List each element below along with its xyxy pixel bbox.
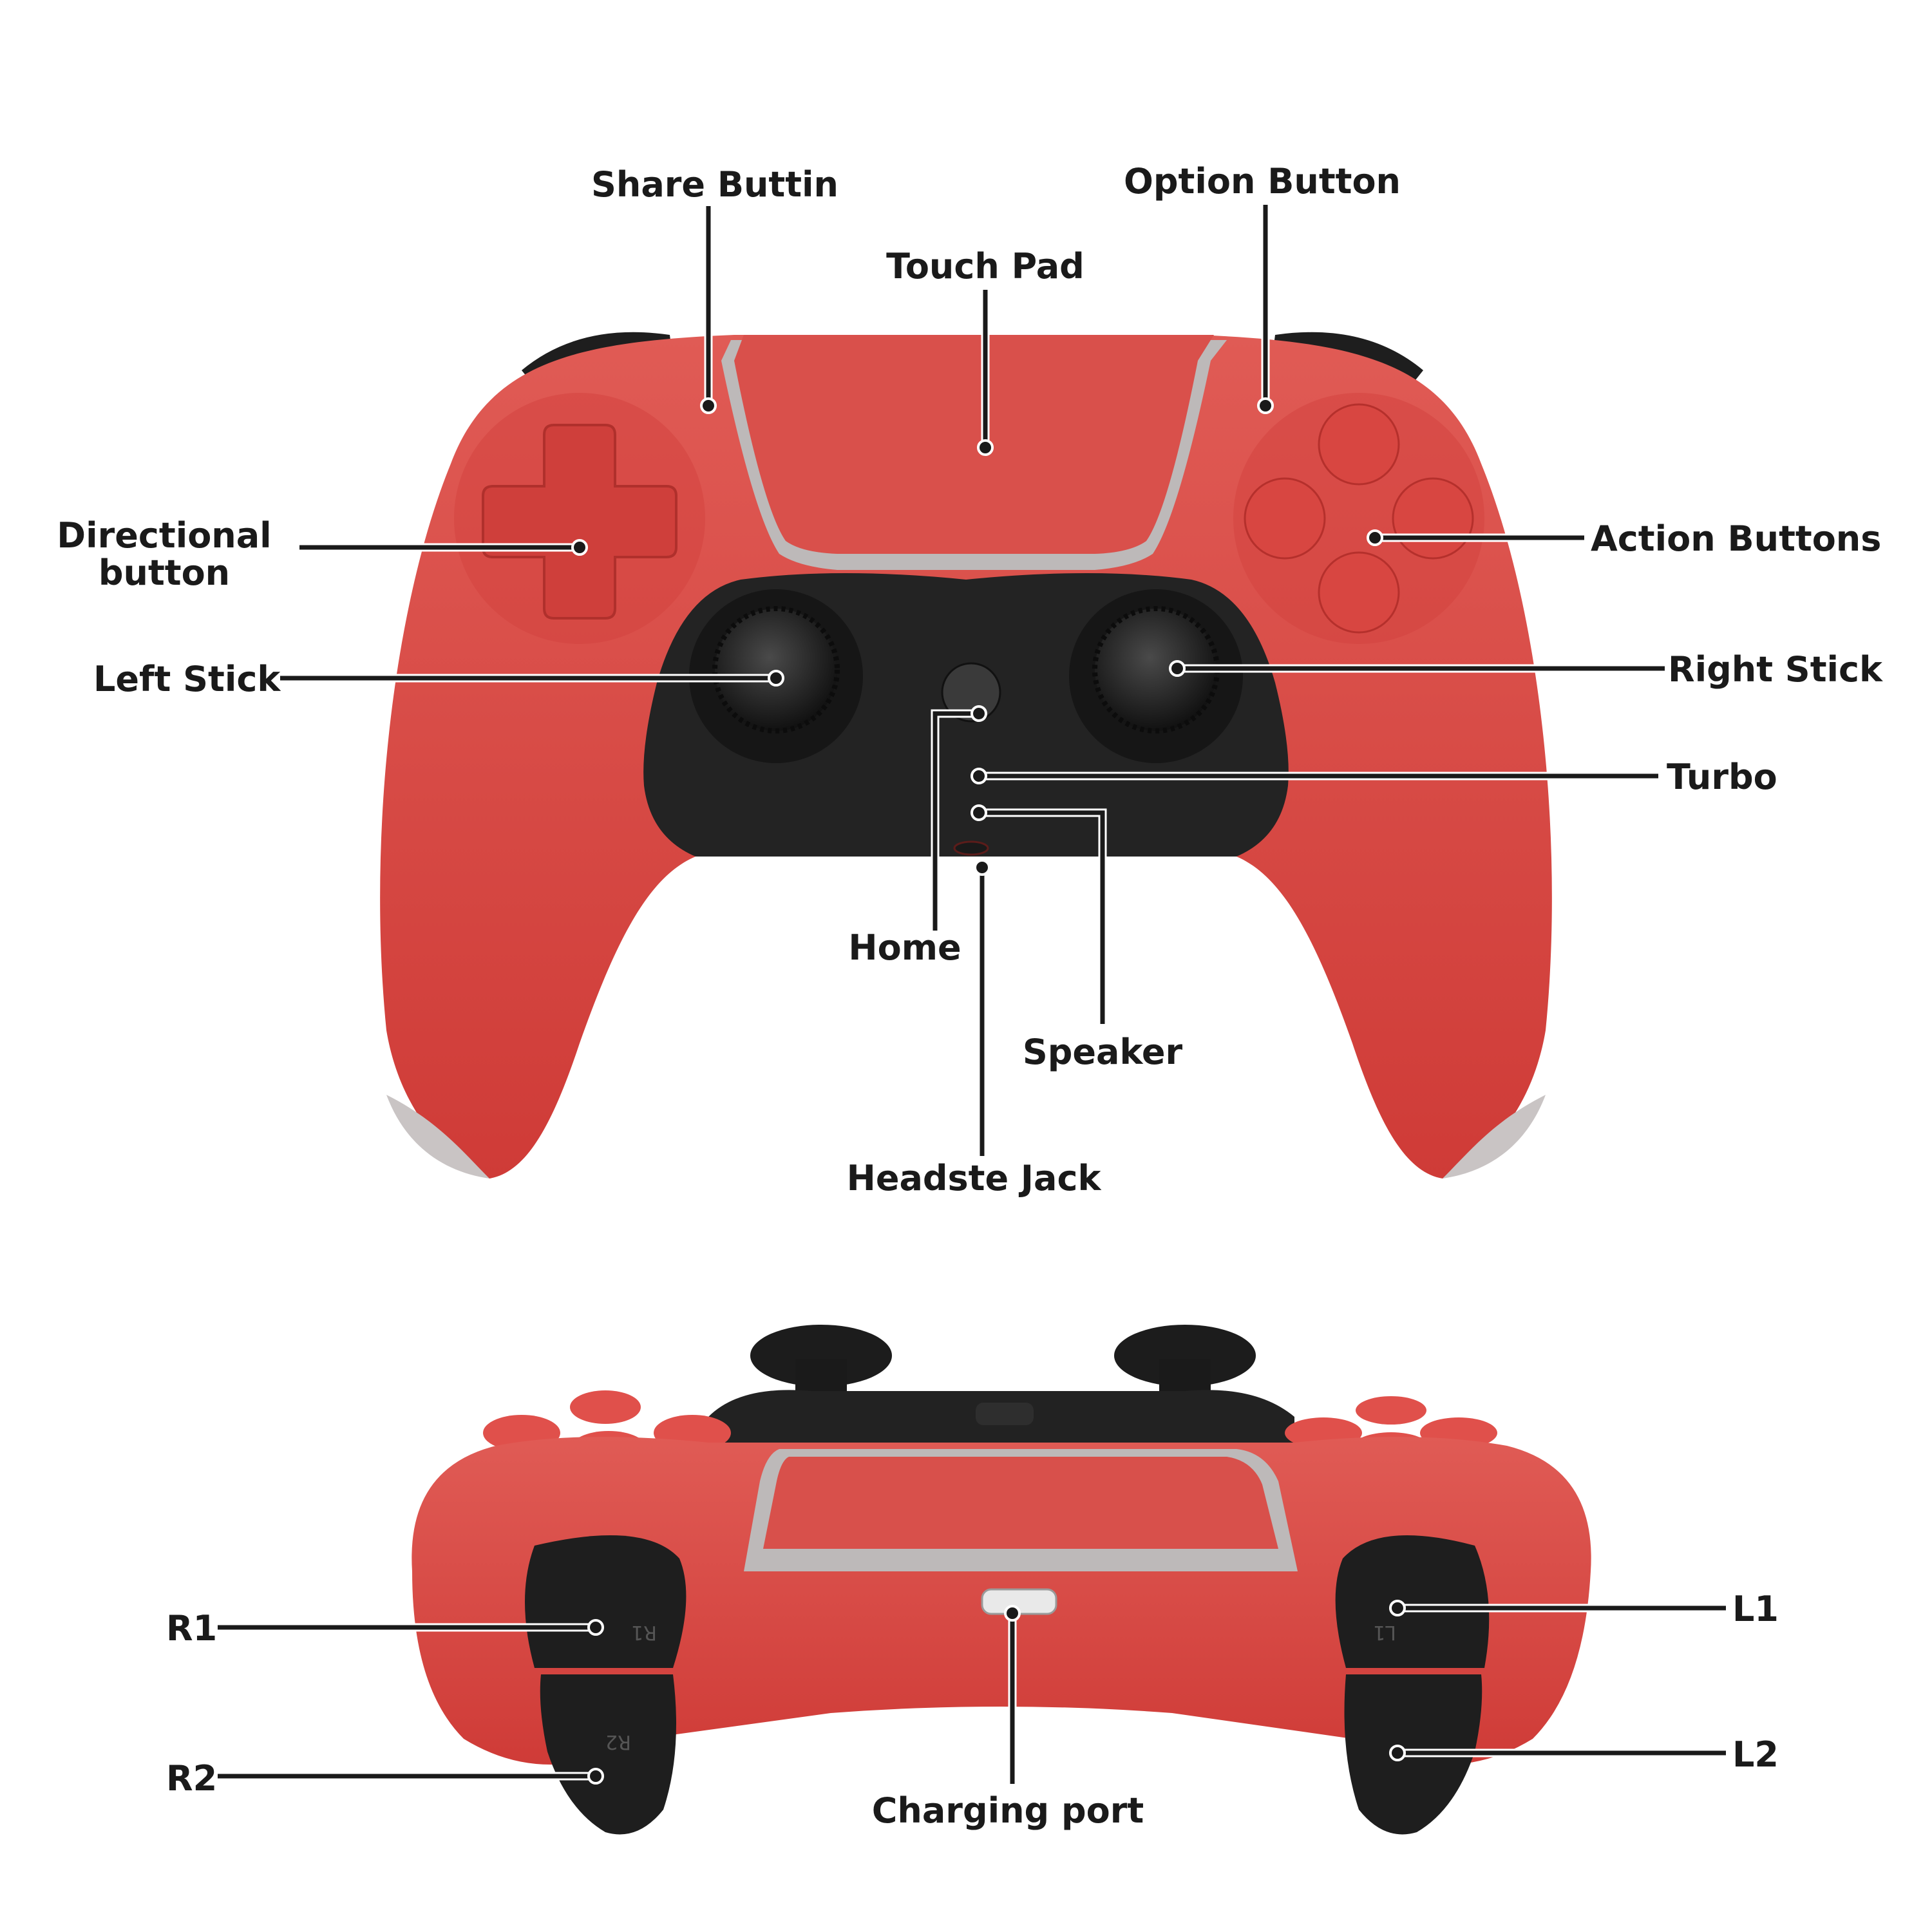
top-left-stick[interactable]: [750, 1325, 892, 1387]
top-labels: R1 R2 L1 L2 Charging port: [166, 1589, 1779, 1831]
action-dot: [1367, 529, 1383, 546]
top-touchpad-surface[interactable]: [763, 1457, 1278, 1549]
r2-trigger[interactable]: [540, 1674, 676, 1835]
r2-label: R2: [166, 1758, 217, 1799]
action-button-bottom[interactable]: [1318, 551, 1400, 634]
option-dot: [1257, 397, 1274, 414]
share-label: Share Buttin: [591, 164, 838, 205]
directional-label-line1: Directional: [57, 515, 271, 556]
l2-label: L2: [1732, 1734, 1779, 1775]
left-stick-label: Left Stick: [93, 659, 281, 699]
right-grip-tip: [1443, 1095, 1546, 1179]
l1-trigger[interactable]: [1335, 1535, 1490, 1668]
directional-dot: [571, 539, 588, 556]
left-stick-dot: [768, 670, 784, 687]
home-label: Home: [848, 927, 961, 968]
right-stick-dot: [1169, 660, 1186, 677]
headset-dot: [974, 859, 990, 876]
l1-dot: [1389, 1600, 1406, 1616]
r2-dot: [587, 1768, 604, 1785]
charging-dot: [1004, 1605, 1021, 1622]
speaker-dot: [971, 804, 987, 821]
top-action-button-1[interactable]: [570, 1390, 641, 1424]
share-dot: [700, 397, 717, 414]
top-dpad-up[interactable]: [1356, 1396, 1426, 1425]
front-labels: Share Buttin Option Button Touch Pad Dir…: [57, 161, 1883, 1198]
r1-trigger[interactable]: [525, 1535, 687, 1668]
dpad[interactable]: [482, 424, 677, 620]
l2-dot: [1389, 1745, 1406, 1761]
action-buttons-label: Action Buttons: [1591, 518, 1881, 559]
top-leaders: [218, 1600, 1726, 1785]
home-leader: [933, 711, 979, 931]
r2-engraving: R2: [605, 1730, 631, 1753]
r1-label: R1: [166, 1608, 217, 1649]
action-button-top[interactable]: [1318, 403, 1400, 486]
top-controller: R1 R2 L1: [412, 1325, 1591, 1835]
action-button-right[interactable]: [1392, 477, 1474, 560]
turbo-dot: [971, 768, 987, 784]
r1-dot: [587, 1619, 604, 1636]
home-button[interactable]: [941, 662, 1001, 723]
home-dot: [971, 705, 987, 722]
left-grip-tip: [386, 1095, 489, 1179]
option-label: Option Button: [1124, 161, 1401, 202]
touch-pad-dot: [977, 439, 994, 456]
speaker-leader: [979, 810, 1105, 1024]
touch-pad-label: Touch Pad: [886, 246, 1084, 287]
l1-label: L1: [1732, 1589, 1779, 1629]
touch-pad-surface[interactable]: [734, 335, 1214, 554]
charging-port-label: Charging port: [872, 1790, 1144, 1831]
right-stick-label: Right Stick: [1668, 649, 1883, 690]
top-right-stick[interactable]: [1114, 1325, 1256, 1387]
turbo-label: Turbo: [1667, 757, 1777, 797]
r1-engraving: R1: [631, 1621, 657, 1643]
action-buttons-well: [1233, 393, 1484, 644]
l1-engraving: L1: [1373, 1621, 1396, 1643]
front-controller: [380, 332, 1552, 1179]
headset-jack[interactable]: [953, 840, 989, 856]
action-button-left[interactable]: [1244, 477, 1326, 560]
headset-jack-label: Headste Jack: [847, 1158, 1102, 1198]
front-leaders: [280, 205, 1665, 1156]
speaker-label: Speaker: [1023, 1032, 1183, 1072]
top-home-button[interactable]: [976, 1403, 1034, 1425]
directional-label-line2: button: [99, 553, 230, 593]
